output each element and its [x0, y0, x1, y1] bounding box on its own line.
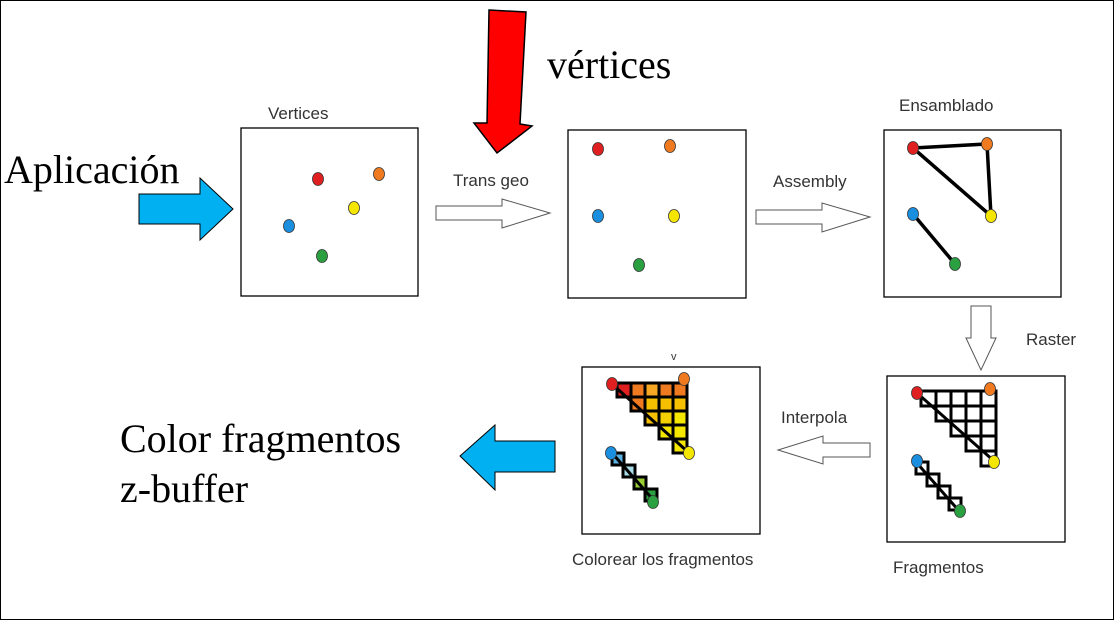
interpolate-arrow: [776, 435, 871, 465]
fragment-cell: [964, 389, 983, 408]
blue-output-arrow: [459, 423, 556, 492]
panel-assembled-title: Ensamblado: [899, 96, 994, 115]
blue-vertex-dot: [283, 219, 295, 233]
line-edge: [914, 461, 962, 513]
vertex-dots-3: [907, 137, 997, 271]
blue-vertex-dot: [911, 454, 923, 468]
fragment-grid: [914, 389, 998, 513]
assembled-line: [911, 212, 957, 266]
orange-vertex-dot: [678, 372, 690, 386]
raster-arrow: [965, 305, 997, 372]
fragment-cell: [643, 395, 661, 413]
fragment-cell: [671, 395, 689, 413]
yellow-vertex-dot: [985, 209, 997, 223]
orange-vertex-dot: [984, 382, 996, 396]
colored-fragment-grid: [610, 381, 690, 504]
green-vertex-dot: [954, 504, 966, 518]
green-vertex-dot: [949, 257, 961, 271]
fragment-cell: [949, 389, 968, 408]
raster-label: Raster: [1026, 330, 1076, 349]
yellow-vertex-dot: [683, 446, 695, 460]
fragment-cell: [643, 381, 661, 399]
fragment-cell: [964, 404, 983, 423]
assembled-triangle: [908, 142, 993, 221]
fragment-cell: [629, 381, 647, 399]
orange-vertex-dot: [373, 167, 385, 181]
fragment-cell: [657, 381, 675, 399]
application-label: Aplicación: [4, 147, 180, 192]
triangle-edge: [610, 382, 690, 454]
red-vertex-dot: [312, 172, 324, 186]
vertex-dots-2: [592, 139, 680, 272]
vertex-dots-5: [605, 372, 695, 509]
fragment-cell: [979, 404, 998, 423]
blue-vertex-dot: [592, 209, 604, 223]
fragment-cell: [657, 409, 675, 427]
panel-vertices: [240, 127, 419, 297]
blue-input-arrow: [138, 176, 234, 242]
red-vertex-dot: [592, 142, 604, 156]
small-mark: v: [671, 351, 677, 363]
green-vertex-dot: [647, 495, 659, 509]
orange-vertex-dot: [981, 137, 993, 151]
red-vertex-dot: [606, 377, 618, 391]
output-label-line1: Color fragmentos: [120, 416, 401, 461]
vertices-input-label: vértices: [547, 42, 671, 87]
yellow-vertex-dot: [988, 455, 1000, 469]
yellow-vertex-dot: [348, 201, 360, 215]
panel-vertices-title: Vertices: [268, 104, 328, 123]
fragment-cell: [934, 389, 953, 408]
panel-fragments-title: Fragmentos: [893, 558, 984, 577]
blue-vertex-dot: [907, 207, 919, 221]
red-vertex-dot: [907, 141, 919, 155]
interpolate-label: Interpola: [781, 408, 848, 427]
red-vertex-dot: [911, 386, 923, 400]
assembly-label: Assembly: [773, 172, 847, 191]
fragment-cell: [671, 423, 689, 441]
trans-geo-label: Trans geo: [453, 171, 529, 190]
yellow-vertex-dot: [668, 209, 680, 223]
triangle-edge: [916, 391, 995, 463]
green-vertex-dot: [633, 258, 645, 272]
fragment-cell: [964, 419, 983, 438]
orange-vertex-dot: [664, 139, 676, 153]
fragment-cell: [671, 409, 689, 427]
output-label-line2: z-buffer: [120, 466, 248, 511]
fragment-cell: [979, 419, 998, 438]
trans-geo-arrow: [435, 198, 552, 229]
green-vertex-dot: [316, 249, 328, 263]
panel-colored-title: Colorear los fragmentos: [572, 550, 753, 569]
fragment-cell: [657, 395, 675, 413]
assembly-arrow: [755, 202, 872, 233]
vertex-dots-1: [283, 167, 385, 263]
fragment-cell: [949, 404, 968, 423]
red-input-arrow: [472, 9, 534, 155]
line-edge: [610, 452, 658, 504]
blue-vertex-dot: [605, 446, 617, 460]
fragment-cell: [979, 434, 998, 453]
vertex-dots-4: [911, 382, 1000, 518]
